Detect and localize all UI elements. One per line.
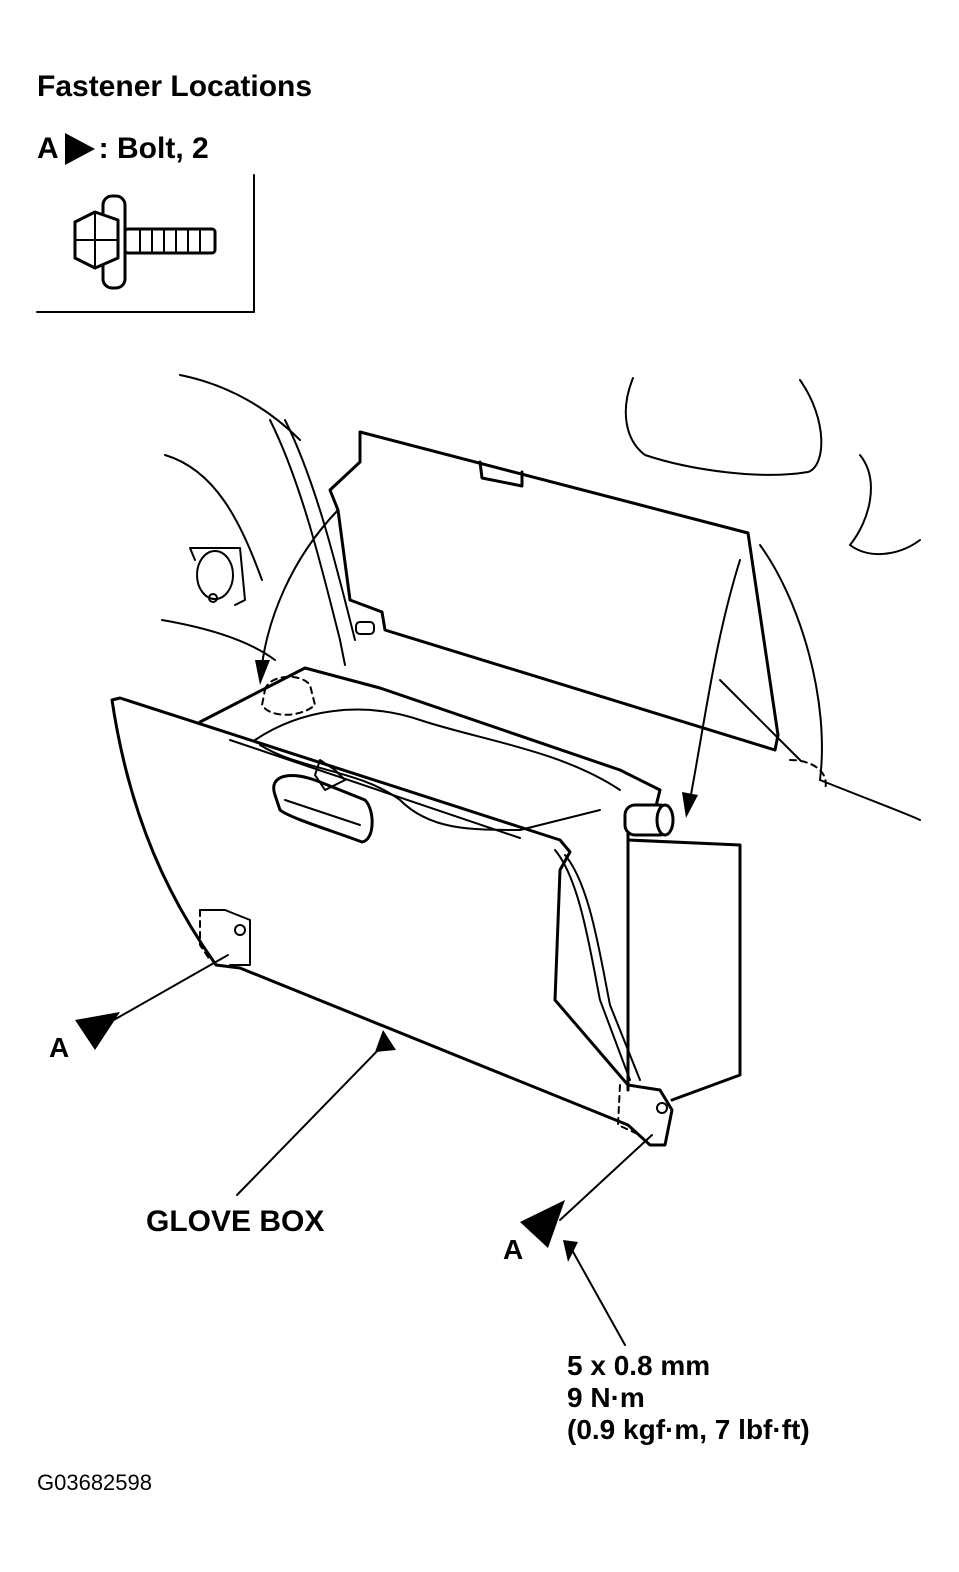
bolt-icon (73, 194, 217, 290)
callout-arrow-icon (64, 133, 95, 165)
glove-box-label: GLOVE BOX (146, 1205, 325, 1238)
figure-code: G03682598 (37, 1470, 152, 1495)
callout-a-right-pointer-icon (520, 1200, 565, 1248)
fastener-legend: A : Bolt, 2 (37, 132, 209, 166)
page-title: Fastener Locations (37, 70, 313, 103)
bolt-spec: 5 x 0.8 mm 9 N·m (0.9 kgf·m, 7 lbf·ft) (567, 1350, 810, 1446)
bolt-size: 5 x 0.8 mm (567, 1350, 711, 1381)
glove-box (110, 666, 742, 1147)
install-arrows (261, 509, 741, 801)
leader-lines (104, 954, 653, 1346)
dashboard-outline (161, 374, 921, 821)
bolt-torque: 9 N·m (567, 1382, 645, 1413)
callout-a-left-pointer-icon (75, 1012, 120, 1050)
bolt-alt-torque: (0.9 kgf·m, 7 lbf·ft) (567, 1414, 810, 1445)
install-arrowhead-icon (255, 660, 270, 685)
glove-box-arrowhead-icon (375, 1030, 396, 1052)
callout-a-left: A (49, 1032, 70, 1063)
callout-a-right: A (503, 1234, 524, 1265)
bolt-illustration-box (36, 174, 255, 313)
dash-opening (328, 430, 827, 791)
spec-arrowhead-icon (563, 1240, 578, 1262)
legend-callout-letter: A (37, 132, 59, 165)
legend-text: : Bolt, 2 (98, 132, 209, 165)
install-arrowhead-icon (682, 792, 698, 818)
